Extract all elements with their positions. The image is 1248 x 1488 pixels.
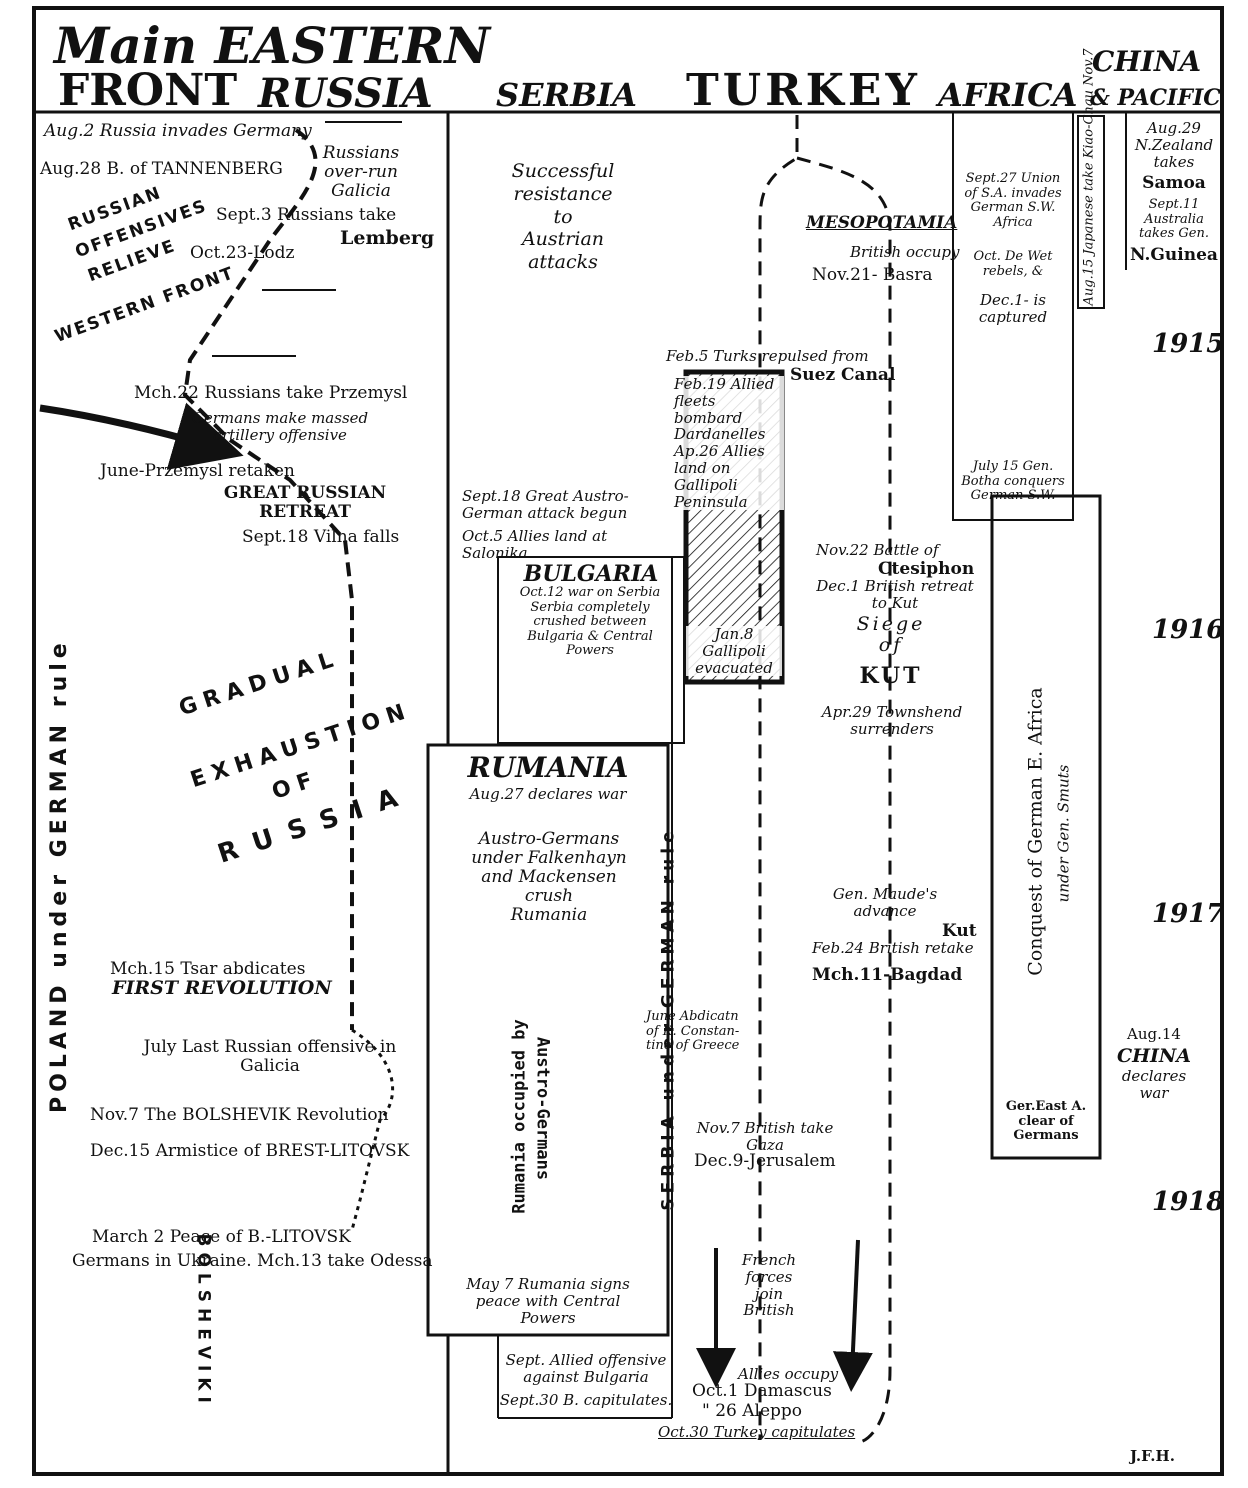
sw-africa-box: [952, 111, 1074, 521]
header-turkey: TURKEY: [686, 65, 921, 116]
africa-captured: Dec.1- is captured: [978, 291, 1048, 326]
turkey-mesopotamia: MESOPOTAMIA: [806, 213, 958, 233]
serbia-austro-attack: Sept.18 Great Austro- German attack begu…: [462, 487, 629, 522]
russia-lemberg-1: Sept.3 Russians take: [216, 205, 397, 225]
rumania-peace: May 7 Rumania signs peace with Central P…: [466, 1275, 630, 1327]
russia-galicia: Russians over-run Galicia: [322, 143, 400, 202]
china-samoa: Samoa: [1142, 173, 1206, 193]
russia-aug28: Aug.28 B. of TANNENBERG: [40, 159, 283, 179]
header-china: CHINA: [1092, 45, 1202, 78]
russia-aug2: Aug.2 Russia invades Germany: [44, 121, 312, 141]
header-africa: AFRICA: [938, 76, 1078, 114]
africa-botha: July 15 Gen. Botha conquers German S.W.: [961, 459, 1065, 504]
turkey-british-occupy: British occupy: [850, 243, 960, 261]
russia-retreat: GREAT RUSSIAN RETREAT: [223, 483, 387, 523]
china-new-guinea: N.Guinea: [1130, 245, 1218, 265]
turkey-ctesiphon-1: Nov.22 Battle of: [816, 541, 939, 559]
africa-east-clear: Ger.East A. clear of Germans: [1005, 1099, 1087, 1144]
russia-artillery: Germans make massed artillery offensive: [191, 409, 369, 444]
russia-first-revolution: FIRST REVOLUTION: [112, 977, 332, 999]
rumania-box: [426, 743, 670, 1337]
rumania-war: Aug.27 declares war: [469, 785, 627, 803]
china-australia: Sept.11 Australia takes Gen.: [1139, 197, 1209, 242]
rumania-austro-germans: Austro-Germans under Falkenhayn and Mack…: [471, 829, 627, 926]
turkey-french: French forces join British: [741, 1251, 797, 1320]
turkey-suez-1: Feb.5 Turks repulsed from: [666, 347, 869, 365]
russia-lemberg-2: Lemberg: [340, 227, 435, 249]
turkey-front-line: [758, 115, 799, 1440]
africa-smuts: under Gen. Smuts: [1054, 764, 1073, 903]
turkey-kut-2: Kut: [942, 921, 977, 941]
turkey-bagdad: Mch.11-Bagdad: [812, 965, 963, 985]
title-front: FRONT: [58, 65, 238, 116]
serbia-resistance: Successful resistance to Austrian attack…: [511, 160, 615, 274]
russia-last-offensive: July Last Russian offensive in Galicia: [143, 1037, 397, 1077]
year-1918: 1918: [1152, 1187, 1225, 1217]
russia-ukraine: Germans in Ukraine. Mch.13 take Odessa: [72, 1251, 433, 1271]
turkey-maude: Gen. Maude's advance: [832, 885, 938, 920]
serbia-bulgaria-capitulates: Sept.30 B. capitulates.: [499, 1391, 673, 1409]
year-1916: 1916: [1152, 615, 1225, 645]
turkey-townshend: Apr.29 Townshend surrenders: [821, 703, 963, 738]
year-1915: 1915: [1152, 329, 1225, 359]
russia-peace: March 2 Peace of B.-LITOVSK: [92, 1227, 351, 1247]
bulgaria-war: Oct.12 war on Serbia Serbia completely c…: [519, 585, 661, 659]
russia-poland-label: POLAND under GERMAN rule: [47, 638, 72, 1113]
russia-armistice: Dec.15 Armistice of BREST-LITOVSK: [90, 1141, 410, 1161]
turkey-damascus: Oct.1 Damascus: [692, 1381, 832, 1401]
rumania-austro-germans-2: Austro-Germans: [532, 1036, 553, 1181]
turkey-abdication: June Abdicatn of K. Constan- tine of Gre…: [646, 1009, 740, 1054]
header-pacific: & PACIFIC: [1090, 85, 1221, 111]
bulgaria-box: [497, 556, 685, 744]
turkey-suez-2: Suez Canal: [790, 365, 896, 385]
africa-conquest: Conquest of German E. Africa: [1024, 687, 1047, 976]
russian-front-line: [182, 128, 354, 1030]
rumania-title: RUMANIA: [467, 751, 629, 784]
russia-vilna: Sept.18 Vilna falls: [242, 527, 400, 547]
russia-bolshevik-revolution: Nov.7 The BOLSHEVIK Revolution: [90, 1105, 389, 1125]
turkey-aleppo: " 26 Aleppo: [702, 1401, 803, 1421]
kiao-chau-box: [1077, 115, 1105, 309]
serbia-allied-offensive: Sept. Allied offensive against Bulgaria: [505, 1351, 667, 1386]
china-new-zealand: Aug.29 N.Zealand takes: [1134, 119, 1214, 171]
bulgaria-title: BULGARIA: [523, 561, 659, 587]
turkey-allies-occupy: Allies occupy: [738, 1365, 839, 1383]
turkey-basra: Nov.21- Basra: [812, 265, 933, 285]
turkey-gaza: Nov.7 British take Gaza: [696, 1119, 834, 1154]
turkey-jerusalem: Dec.9-Jerusalem: [694, 1151, 836, 1171]
russia-tsar: Mch.15 Tsar abdicates: [110, 959, 306, 979]
china-kiao-chau: Aug.15 Japanese take Kiao-Chau Nov.7: [1081, 48, 1097, 306]
china-name: CHINA: [1116, 1045, 1192, 1067]
russia-przemysl: Mch.22 Russians take Przemysl: [134, 383, 408, 403]
header-serbia: SERBIA: [496, 76, 637, 114]
turkey-siege: Siege of: [856, 613, 926, 657]
outer-frame: [32, 6, 1224, 1476]
africa-de-wet: Oct. De Wet rebels, &: [973, 249, 1053, 279]
east-africa-box: [990, 494, 1102, 1160]
turkey-capitulates: Oct.30 Turkey capitulates: [658, 1423, 856, 1441]
china-declares-war: declares war: [1121, 1067, 1187, 1102]
signature: J.F.H.: [1130, 1447, 1175, 1465]
header-russia: RUSSIA: [258, 70, 433, 117]
russia-lodz: Oct.23-Lodz: [190, 243, 295, 263]
serbia-salonika: Oct.5 Allies land at Salonika: [462, 527, 608, 562]
turkey-retreat-kut: Dec.1 British retreat to Kut: [816, 577, 974, 612]
year-1917: 1917: [1152, 899, 1225, 929]
turkey-kut: KUT: [859, 663, 923, 689]
china-aug14: Aug.14: [1127, 1025, 1181, 1043]
africa-sw-invade: Sept.27 Union of S.A. invades German S.W…: [964, 171, 1062, 230]
turkey-retake: Feb.24 British retake: [812, 939, 974, 957]
russia-bolsheviki-label: BOLSHEVIKI: [193, 1233, 214, 1409]
turkey-ctesiphon-2: Ctesiphon: [878, 559, 975, 579]
turkey-dardanelles: Feb.19 Allied fleets bombard Dardanelles…: [674, 376, 784, 511]
turkey-gallipoli-evacuated: Jan.8 Gallipoli evacuated: [686, 626, 782, 677]
title-main: Main EASTERN: [54, 16, 491, 75]
rumania-occupied: Rumania occupied by: [509, 1019, 530, 1214]
russia-retaken: June-Przemysl retaken: [100, 461, 295, 481]
